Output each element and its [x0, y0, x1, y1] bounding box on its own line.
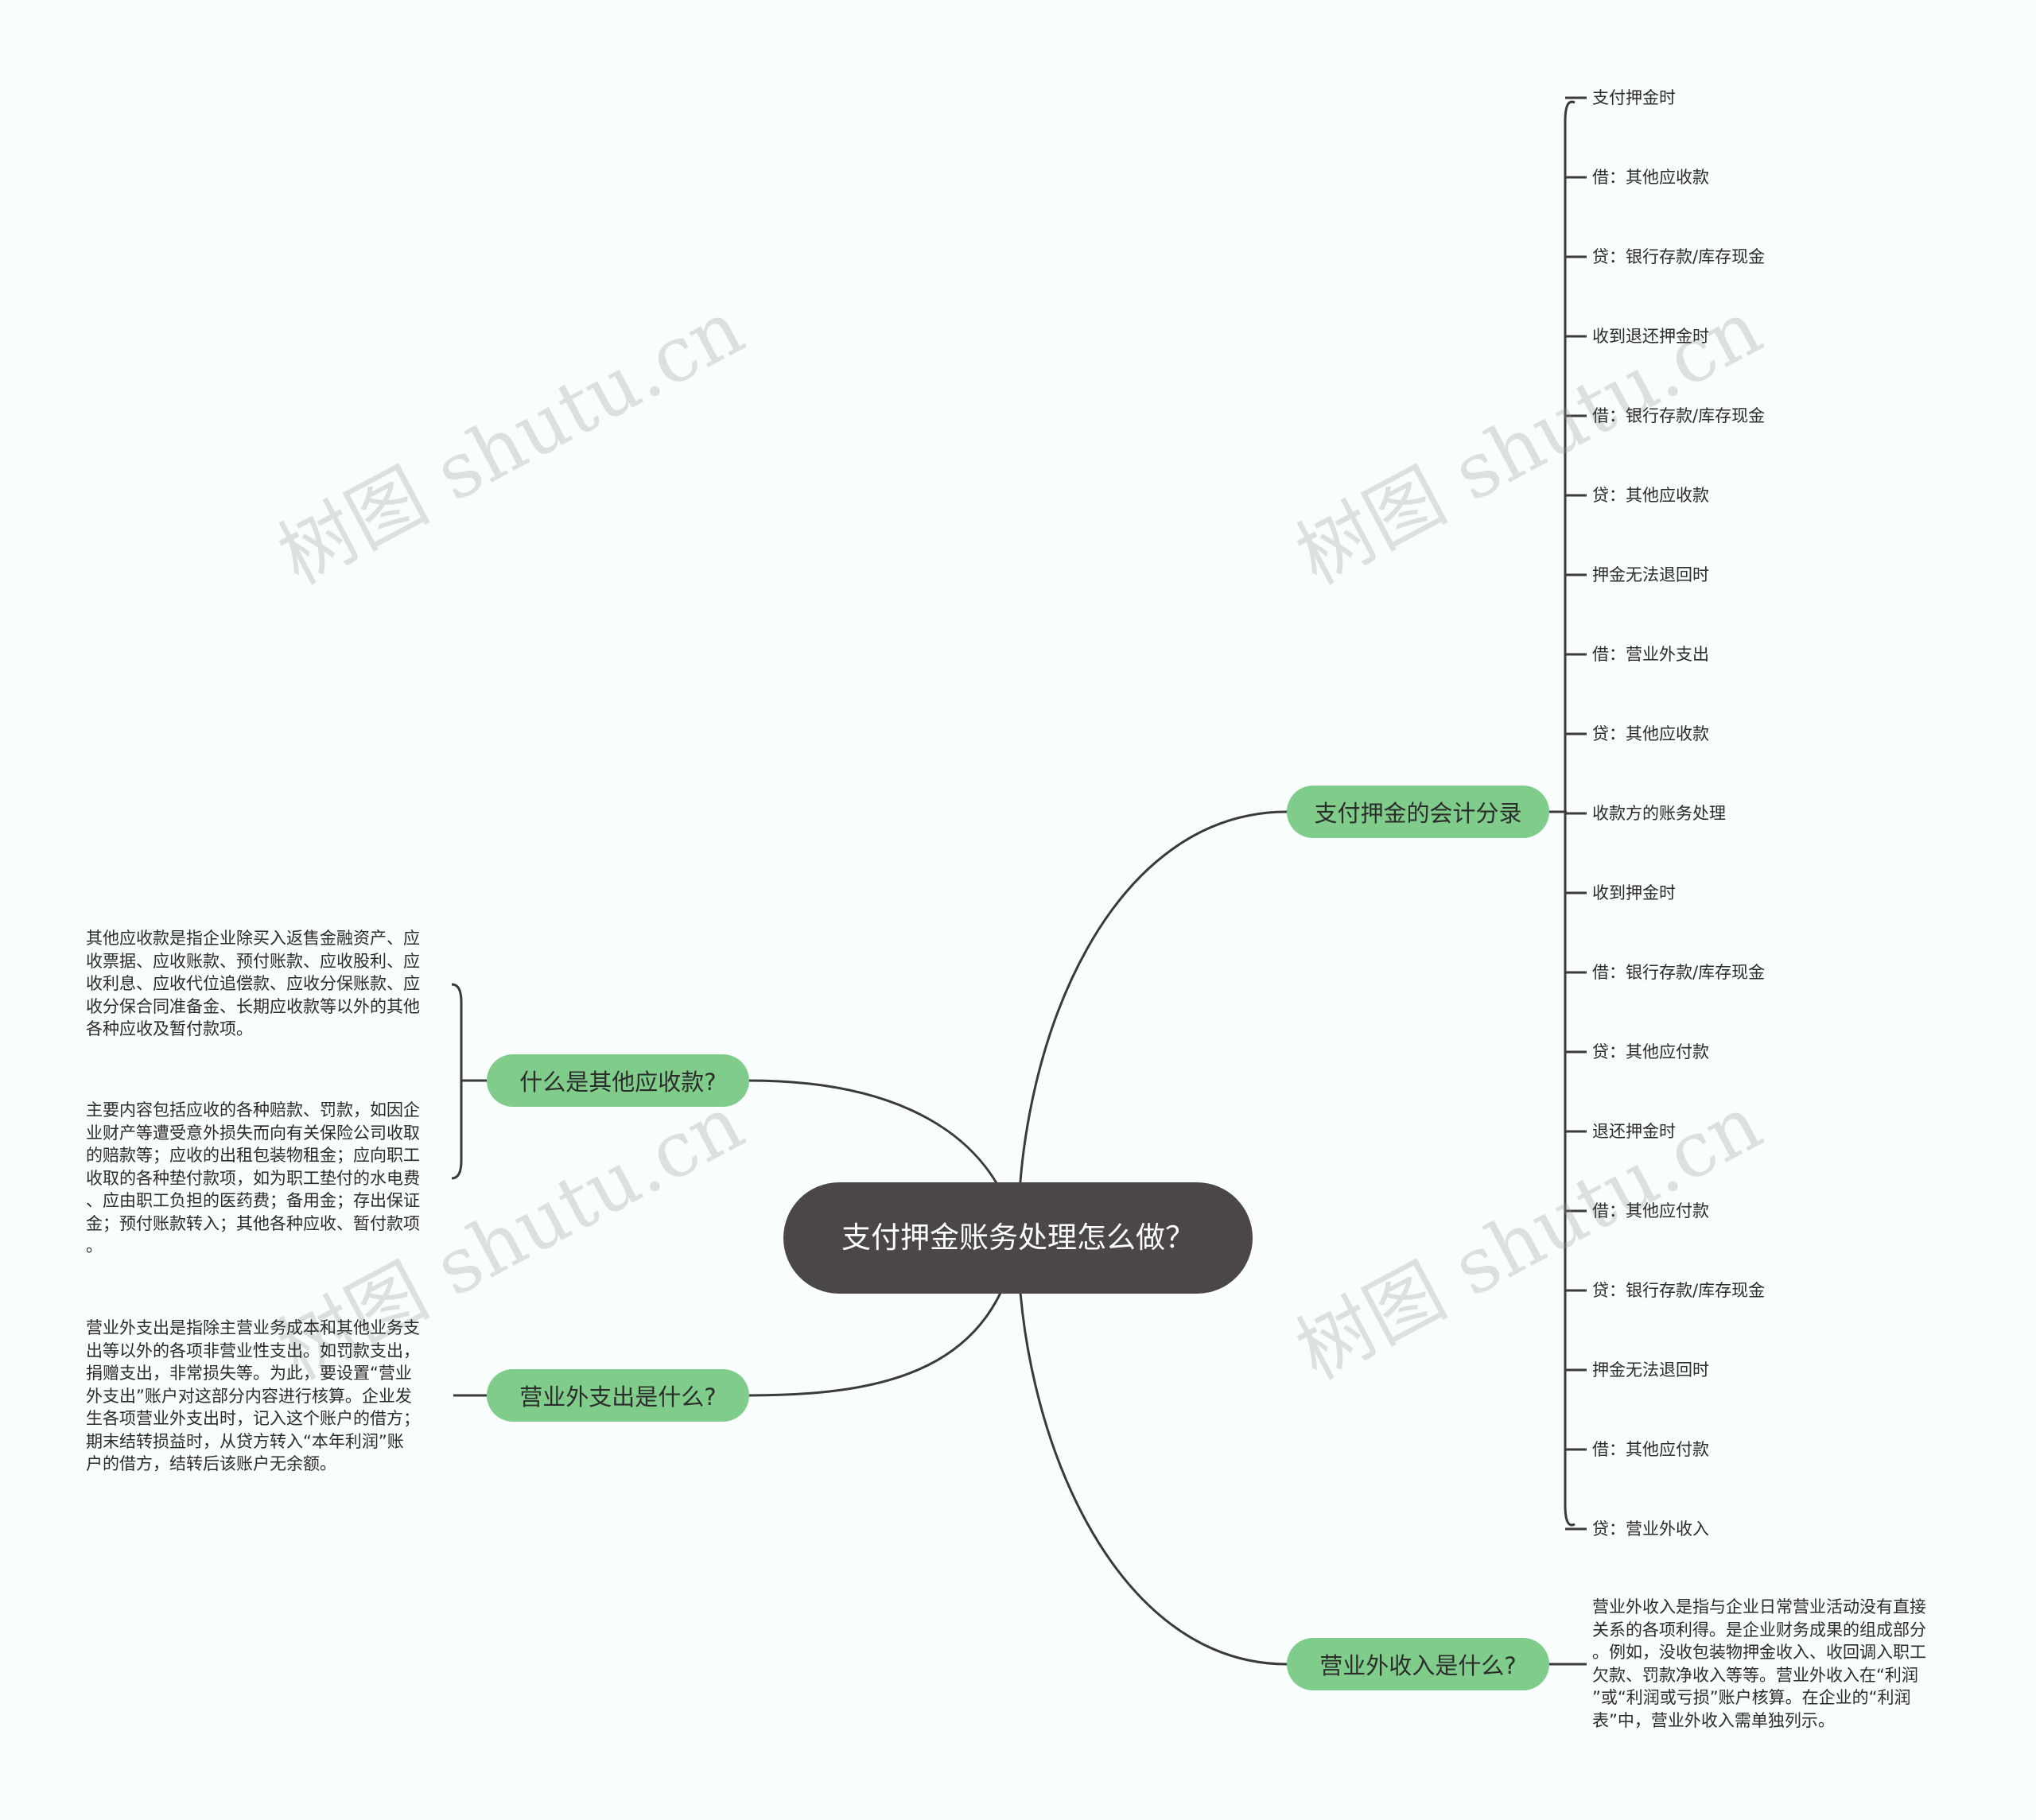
root-title: 支付押金账务处理怎么做？ [841, 1220, 1195, 1255]
note-non-operating-expense: 营业外支出是指除主营业务成本和其他业务支 出等以外的各项非营业性支出。如罚款支出… [86, 1318, 420, 1473]
entry-item[interactable]: 贷：营业外收入 [1592, 1519, 1709, 1539]
branch-non-operating-income[interactable]: 营业外收入是什么? [1287, 1638, 1549, 1690]
root-node[interactable]: 支付押金账务处理怎么做？ [783, 1182, 1253, 1294]
entry-item[interactable]: 退还押金时 [1592, 1122, 1676, 1141]
entry-item[interactable]: 收款方的账务处理 [1592, 804, 1726, 823]
branch-other-receivables[interactable]: 什么是其他应收款? [487, 1054, 749, 1107]
note-non-operating-income: 营业外收入是指与企业日常营业活动没有直接 关系的各项利得。是企业财务成果的组成部… [1592, 1597, 1926, 1730]
entry-item[interactable]: 借：其他应收款 [1592, 168, 1709, 187]
entry-item[interactable]: 押金无法退回时 [1592, 565, 1709, 584]
entry-item[interactable]: 收到退还押金时 [1592, 327, 1709, 346]
branch-label: 什么是其他应收款? [519, 1069, 717, 1096]
entry-item[interactable]: 借：银行存款/库存现金 [1592, 406, 1766, 425]
note-other-receivables-definition: 其他应收款是指企业除买入返售金融资产、应 收票据、应收账款、预付账款、应收股利、… [86, 929, 420, 1038]
link-root-entries [1016, 810, 1288, 1239]
entry-item[interactable]: 贷：其他应收款 [1592, 486, 1709, 505]
entry-item[interactable]: 押金无法退回时 [1592, 1360, 1709, 1380]
receivables-bracket [451, 983, 463, 1180]
entry-item[interactable]: 贷：其他应收款 [1592, 724, 1709, 743]
entry-item[interactable]: 借：其他应付款 [1592, 1440, 1709, 1459]
entry-item[interactable]: 贷：银行存款/库存现金 [1592, 1281, 1766, 1300]
entry-item[interactable]: 借：营业外支出 [1592, 645, 1709, 664]
entry-item[interactable]: 借：银行存款/库存现金 [1592, 963, 1766, 982]
branch-label: 营业外收入是什么? [1319, 1652, 1517, 1679]
branch-non-operating-expense[interactable]: 营业外支出是什么? [487, 1369, 749, 1422]
entry-item[interactable]: 支付押金时 [1592, 88, 1676, 107]
branch-accounting-entries[interactable]: 支付押金的会计分录 [1287, 786, 1549, 838]
entry-item[interactable]: 收到押金时 [1592, 883, 1676, 902]
branch-label: 支付押金的会计分录 [1314, 800, 1522, 827]
entry-item[interactable]: 贷：其他应付款 [1592, 1042, 1709, 1061]
entry-item[interactable]: 贷：银行存款/库存现金 [1592, 247, 1766, 266]
branch-label: 营业外支出是什么? [519, 1383, 717, 1411]
entry-item[interactable]: 借：其他应付款 [1592, 1201, 1709, 1220]
link-root-income [1016, 1237, 1288, 1666]
note-other-receivables-contents: 主要内容包括应收的各种赔款、罚款，如因企 业财产等遭受意外损失而向有关保险公司收… [86, 1100, 420, 1255]
